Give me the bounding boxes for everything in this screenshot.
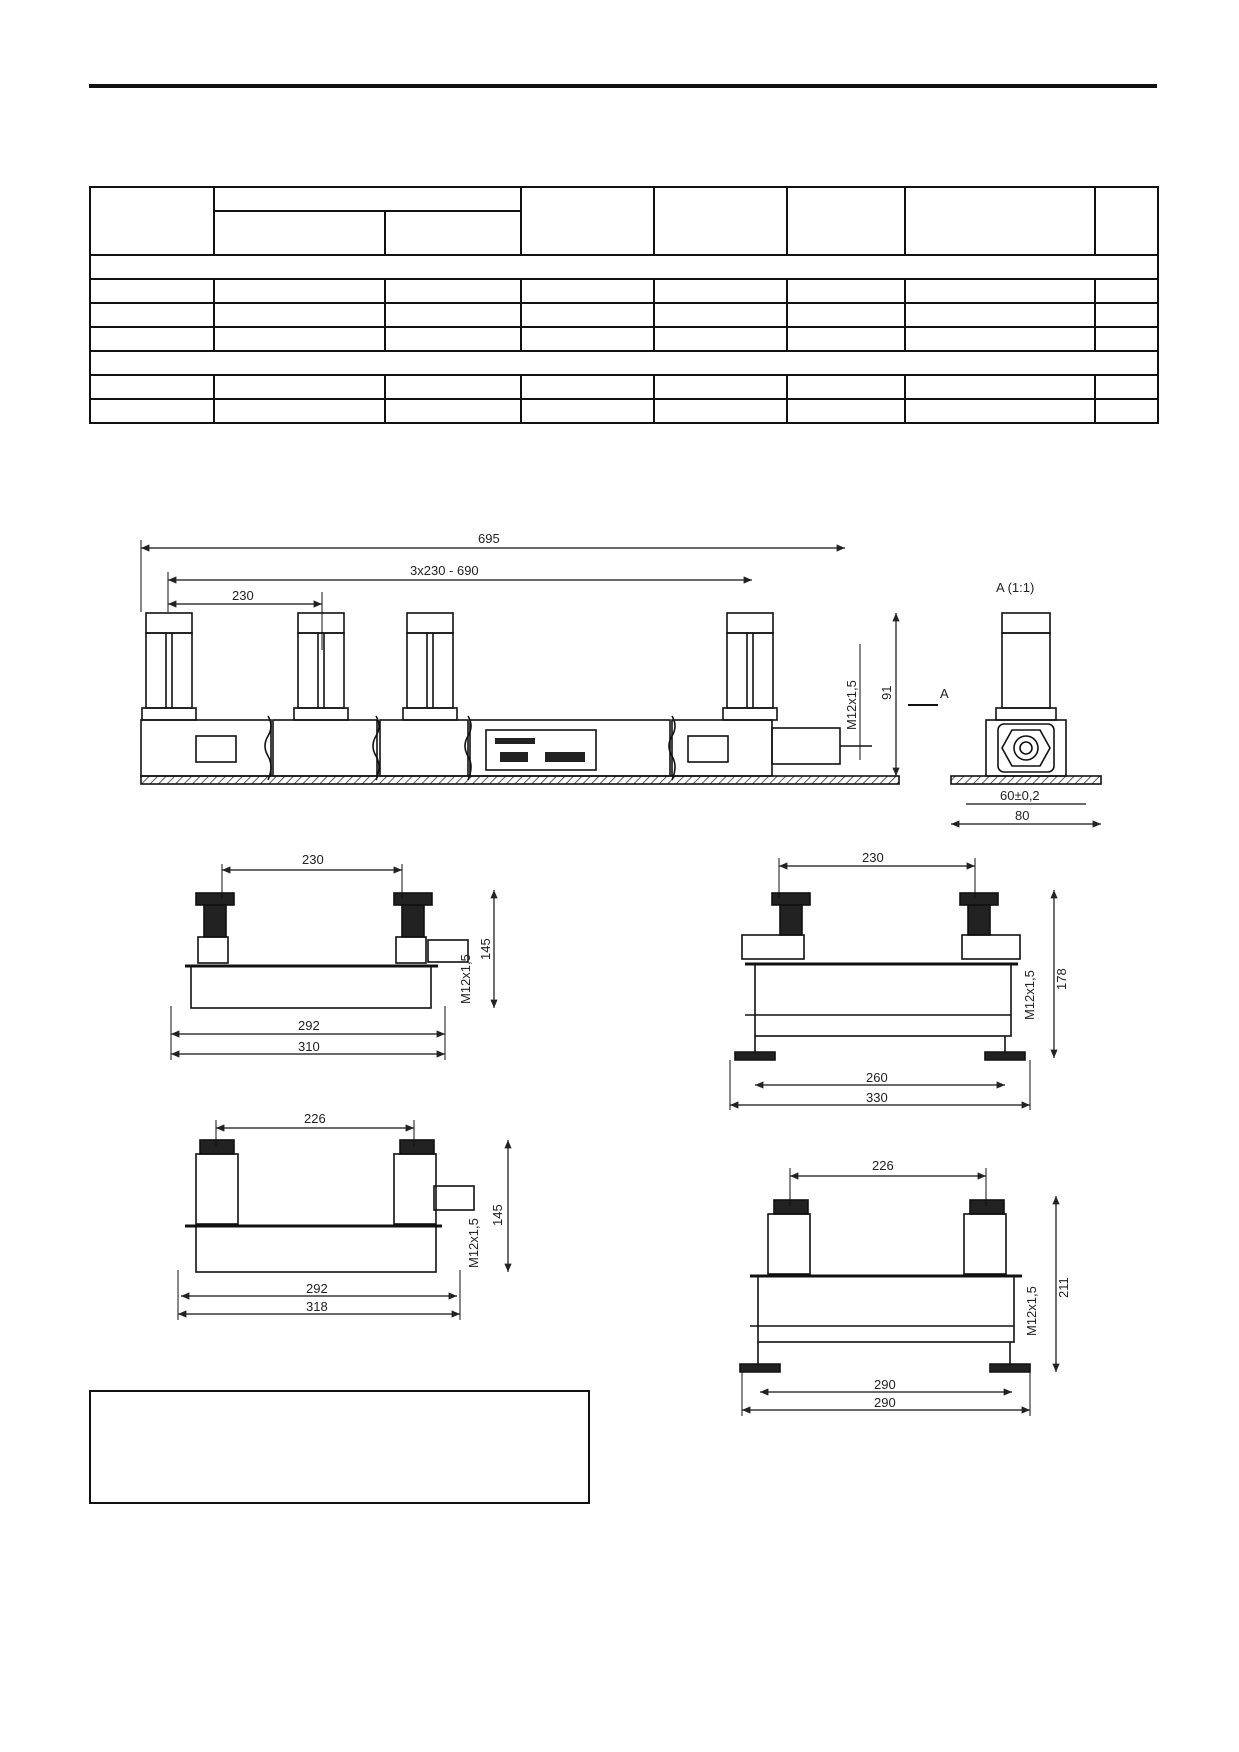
break-line (464, 715, 472, 781)
dim-base-gap: 60±0,2 (1000, 788, 1040, 803)
base-block (272, 719, 378, 777)
break-line (668, 715, 676, 781)
view-4 (739, 1168, 1060, 1416)
dim-pitch-total: 3x230 - 690 (410, 563, 479, 578)
header-rule (89, 84, 1157, 88)
v3-inner: 292 (306, 1281, 328, 1296)
valve (402, 612, 458, 721)
side-view-title: A (1:1) (996, 580, 1034, 595)
v3-outer: 318 (306, 1299, 328, 1314)
v3-pitch: 226 (304, 1111, 326, 1126)
table-header-cell (520, 186, 655, 256)
table-row (89, 326, 1159, 352)
valve (722, 612, 778, 721)
outlet-fitting (771, 727, 841, 765)
table-row (89, 398, 1159, 424)
spec-table (89, 186, 1159, 424)
side-view (950, 612, 1102, 828)
table-header-cell (384, 210, 522, 256)
table-header-cell (1094, 186, 1159, 256)
base-block (671, 719, 773, 777)
table-section-row (89, 254, 1159, 280)
dim-height: 91 (879, 686, 894, 700)
view-mark: A (940, 686, 949, 701)
dim-port: M12x1,5 (844, 680, 859, 730)
v4-inner: 290 (874, 1377, 896, 1392)
v3-height: 145 (490, 1204, 505, 1226)
view-1 (170, 864, 498, 1060)
table-header-cell (904, 186, 1096, 256)
v1-pitch: 230 (302, 852, 324, 867)
front-view (140, 540, 938, 785)
v4-port: M12x1,5 (1024, 1286, 1039, 1336)
break-line (264, 715, 272, 781)
v2-pitch: 230 (862, 850, 884, 865)
v2-inner: 260 (866, 1070, 888, 1085)
view-2 (729, 858, 1058, 1110)
table-row (89, 278, 1159, 304)
table-header-cell (786, 186, 906, 256)
table-header-cell (213, 210, 386, 256)
base-block (469, 719, 671, 777)
v1-inner: 292 (298, 1018, 320, 1033)
dim-overall: 695 (478, 531, 500, 546)
v4-height: 211 (1056, 1277, 1071, 1298)
table-header-cell (89, 186, 215, 256)
view-3 (177, 1120, 512, 1320)
v2-height: 178 (1054, 968, 1069, 990)
base-plate (140, 775, 900, 785)
table-header-cell (213, 186, 522, 212)
dim-first-pitch: 230 (232, 588, 254, 603)
v2-outer: 330 (866, 1090, 888, 1105)
v2-port: M12x1,5 (1022, 970, 1037, 1020)
table-row (89, 302, 1159, 328)
dim-base-width: 80 (1015, 808, 1029, 823)
table-section-row (89, 350, 1159, 376)
fitting (687, 735, 729, 763)
table-header-cell (653, 186, 788, 256)
v3-port: M12x1,5 (466, 1218, 481, 1268)
base-block (140, 719, 272, 777)
name-plate (485, 729, 597, 771)
base-block (379, 719, 469, 777)
fitting (195, 735, 237, 763)
break-line (372, 715, 380, 781)
valve (293, 612, 349, 721)
v1-outer: 310 (298, 1039, 320, 1054)
v4-outer: 290 (874, 1395, 896, 1410)
table-row (89, 374, 1159, 400)
v4-pitch: 226 (872, 1158, 894, 1173)
v1-port: M12x1,5 (458, 954, 473, 1004)
v1-height: 145 (478, 938, 493, 960)
valve (141, 612, 197, 721)
note-box (89, 1390, 590, 1504)
